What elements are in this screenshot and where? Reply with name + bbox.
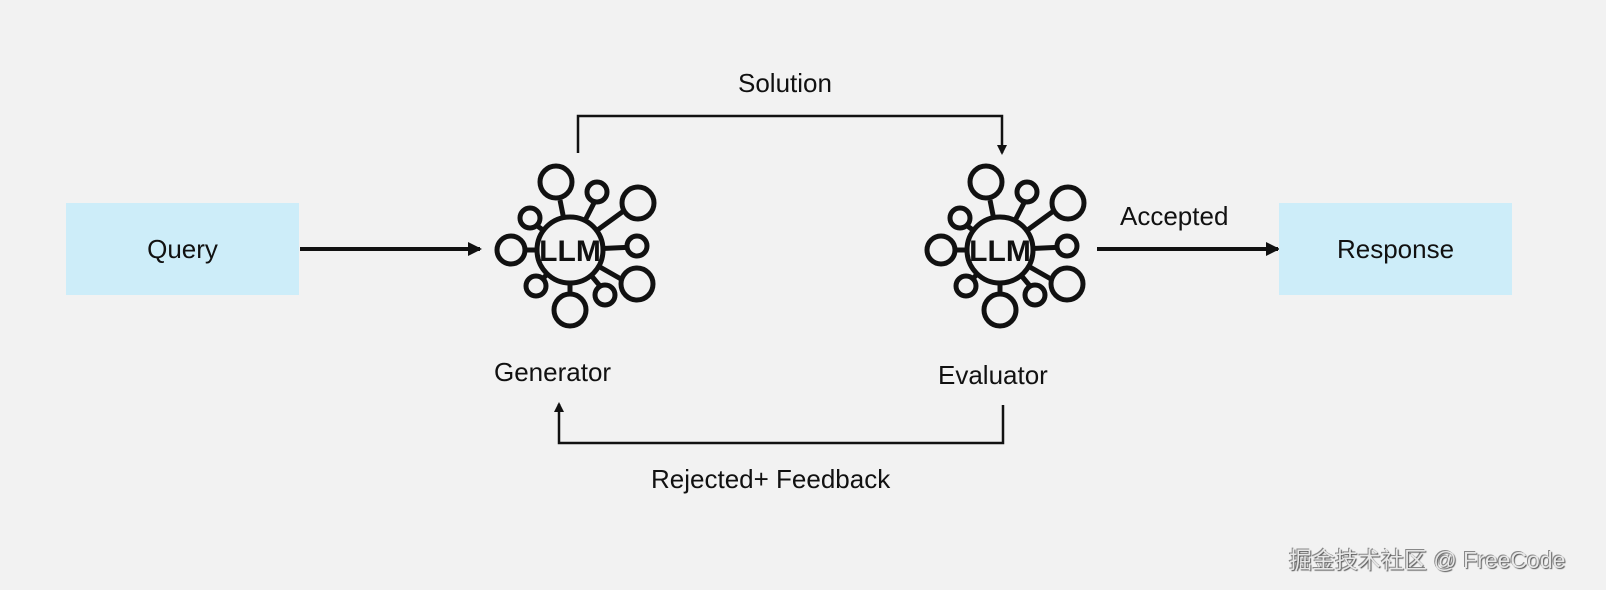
solution-arrow bbox=[576, 114, 1007, 155]
response-label: Response bbox=[1336, 233, 1455, 264]
llm-network-icon: LLM bbox=[494, 163, 657, 329]
llm-network-icon: LLM bbox=[924, 163, 1087, 329]
accepted-label: Accepted bbox=[1120, 201, 1229, 231]
feedback-label: Rejected+ Feedback bbox=[651, 464, 891, 494]
feedback-arrow bbox=[554, 402, 1005, 445]
query-box: Query bbox=[66, 203, 299, 295]
watermark: 掘金技术社区 @ FreeCode bbox=[1289, 547, 1566, 573]
response-box: Response bbox=[1279, 203, 1512, 295]
llm-text: LLM bbox=[539, 235, 601, 268]
query-label: Query bbox=[147, 233, 218, 264]
generator-label: Generator bbox=[494, 357, 612, 387]
solution-label: Solution bbox=[738, 68, 832, 98]
llm-text: LLM bbox=[969, 235, 1031, 268]
evaluator-label: Evaluator bbox=[938, 360, 1048, 390]
